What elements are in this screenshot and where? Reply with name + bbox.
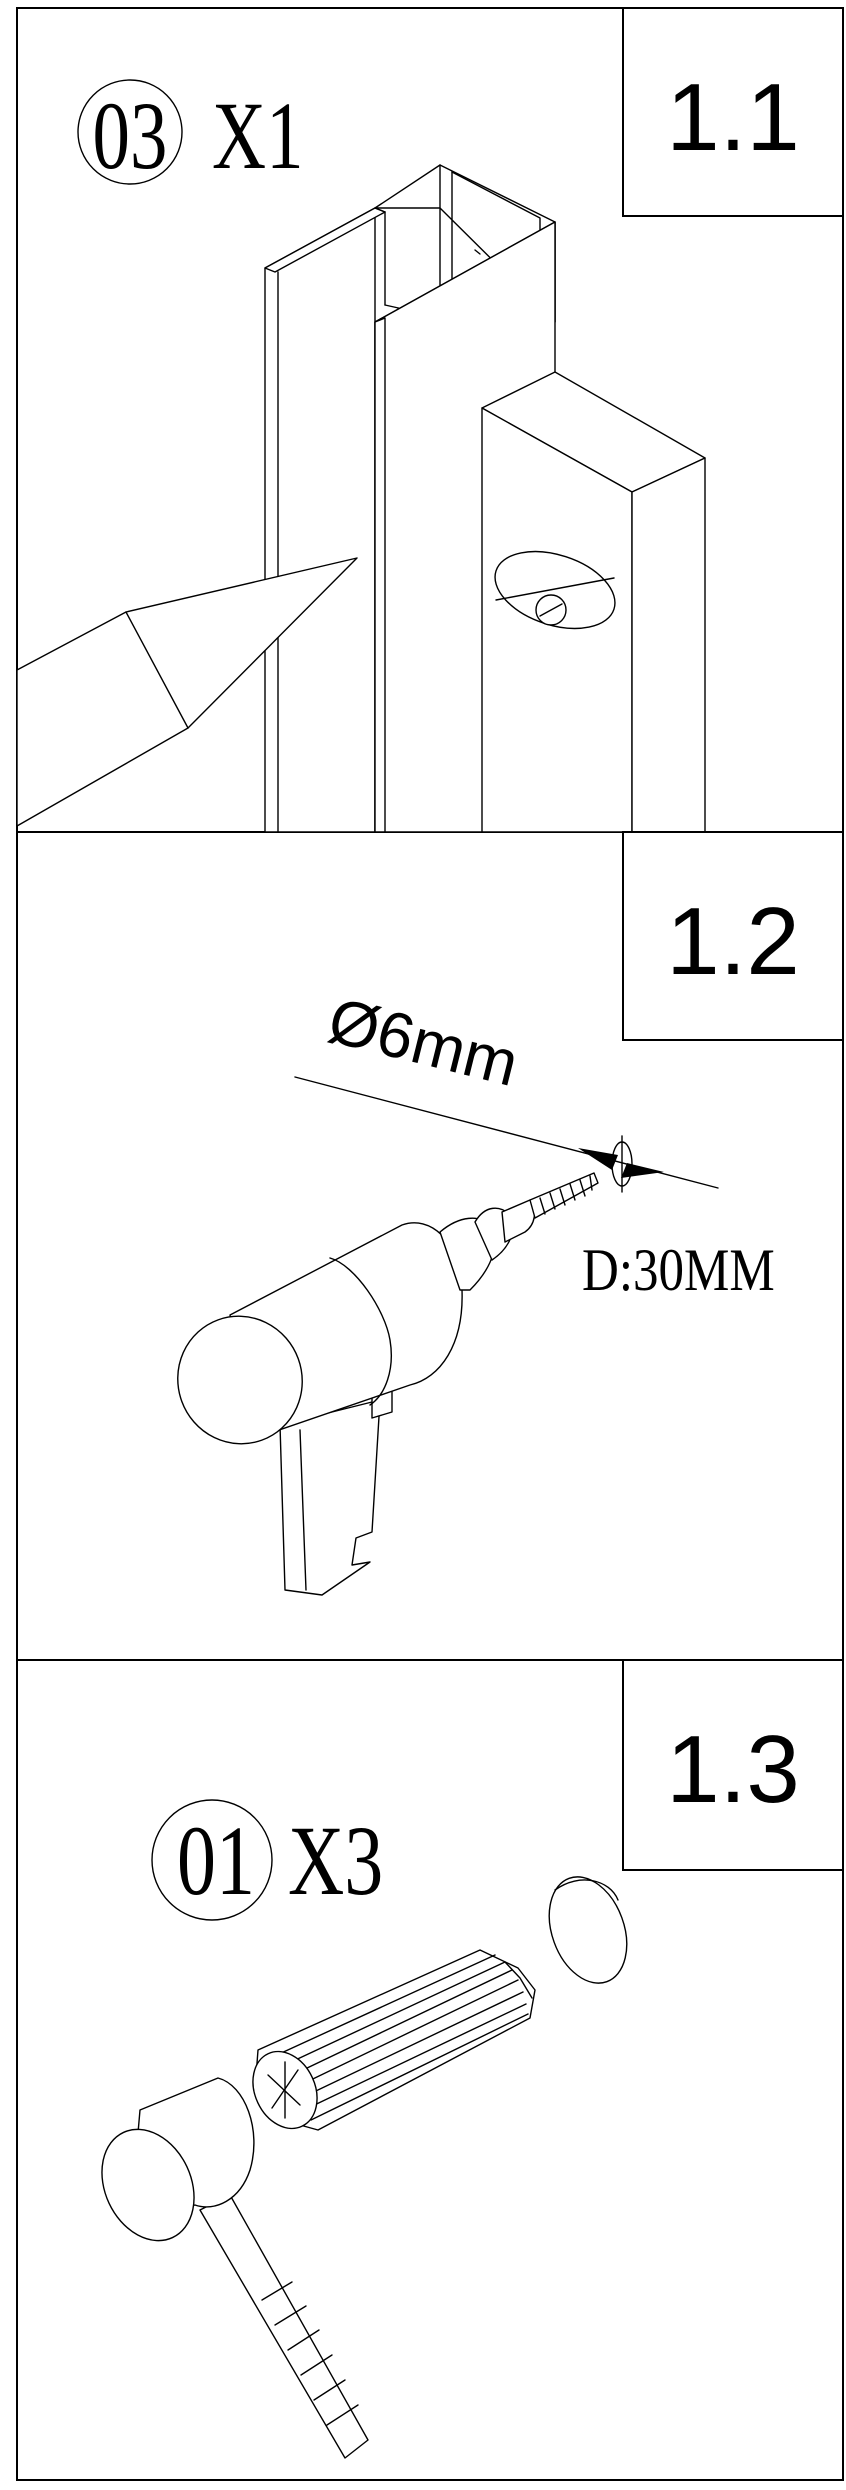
step-panel-1-2: 1.2 Ø6mm D:30MM xyxy=(177,831,844,1596)
step-number: 1.3 xyxy=(666,1716,799,1823)
part-code-circle xyxy=(151,1799,273,1921)
drill-illustration xyxy=(177,1172,599,1596)
part-quantity: X1 xyxy=(212,82,304,189)
step-number-box xyxy=(622,7,844,217)
part-code: 03 xyxy=(93,82,168,189)
step-number-box xyxy=(622,1659,844,1871)
step-number-box xyxy=(622,831,844,1041)
part-quantity: X3 xyxy=(288,1806,383,1916)
end-cap-illustration xyxy=(548,1876,628,1984)
part-callout: 03 X1 xyxy=(77,79,304,189)
mallet-illustration xyxy=(101,2077,369,2459)
sheet-frame xyxy=(16,7,844,2481)
wall-batten-illustration xyxy=(481,371,706,833)
diameter-label: Ø6mm xyxy=(322,984,526,1100)
depth-label: D:30MM xyxy=(582,1237,775,1304)
wall-plug-illustration xyxy=(252,1949,536,2131)
pencil-illustration xyxy=(16,557,358,827)
part-code-circle xyxy=(77,79,183,185)
arrow-right xyxy=(621,1163,664,1178)
step-number: 1.2 xyxy=(666,888,799,995)
part-code: 01 xyxy=(177,1806,255,1916)
arrow-left xyxy=(578,1148,618,1170)
step-number: 1.1 xyxy=(666,64,799,171)
step-panel-1-3: 1.3 01 X3 xyxy=(101,1659,844,2459)
step-panel-1-1: 1.1 03 X1 xyxy=(16,7,844,833)
part-callout: 01 X3 xyxy=(151,1799,383,1921)
